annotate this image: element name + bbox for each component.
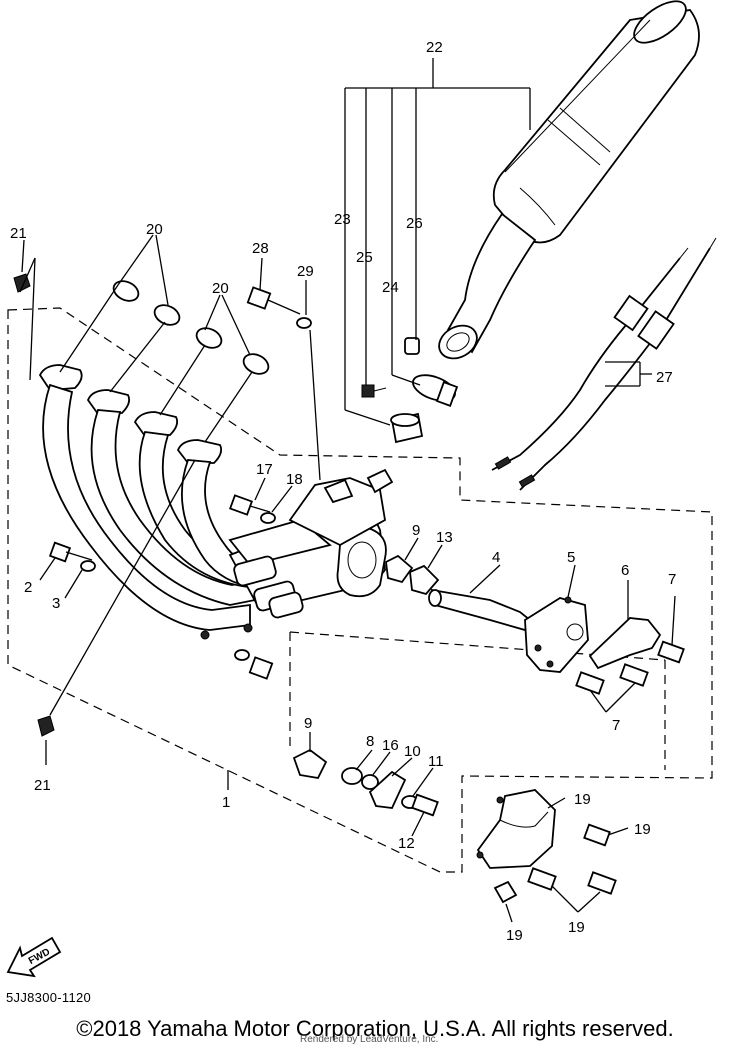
callout-22-bracket: [344, 58, 531, 426]
callout-4: 4: [492, 549, 500, 566]
callout-20-left: 20: [146, 221, 163, 238]
callout-19-bottom: 19: [568, 919, 585, 936]
callout-26: 26: [406, 215, 423, 232]
callout-13: 13: [436, 529, 453, 546]
callout-19-right: 19: [634, 821, 651, 838]
callout-27: 27: [656, 369, 673, 386]
callout-25: 25: [356, 249, 373, 266]
callout-22: 22: [426, 39, 443, 56]
callout-7-top: 7: [668, 571, 676, 588]
callout-17: 19: [574, 791, 591, 808]
callout-16: 18: [286, 471, 303, 488]
callout-numbers: 22 23 26 25 24 27 21 20 20 28 29 17 18 2…: [10, 39, 676, 944]
gaskets-20: [59, 234, 270, 443]
diagram-part-code: 5JJ8300-1120: [6, 990, 92, 1005]
muffler-assembly: [361, 0, 700, 444]
callout-11: 11: [428, 753, 444, 770]
forward-arrow-icon: FWD: [6, 936, 62, 978]
assembly-outline-1: [7, 307, 713, 873]
pulley-cover: [476, 789, 629, 923]
callout-2: 2: [24, 579, 32, 596]
valve-shaft-parts: [227, 537, 685, 837]
callout-10: 10: [404, 743, 421, 760]
callout-1: 1: [222, 794, 230, 811]
callout-8: 8: [366, 733, 374, 750]
callout-5: 5: [567, 549, 575, 566]
copyright-notice: ©2018 Yamaha Motor Corporation, U.S.A. A…: [76, 1016, 674, 1041]
callout-23: 23: [334, 211, 351, 228]
callout-7-bottom: 7: [612, 717, 620, 734]
callout-21-bottom: 21: [34, 777, 51, 794]
bolts: [13, 239, 321, 765]
callout-3: 3: [52, 595, 60, 612]
callout-29: 29: [297, 263, 314, 280]
callout-15: 17: [256, 461, 273, 478]
exhaust-header-pipes: [38, 364, 394, 640]
callout-24: 24: [382, 279, 399, 296]
callout-12: 12: [398, 835, 415, 852]
callout-9-top: 9: [412, 522, 420, 539]
callout-6: 6: [621, 562, 629, 579]
callout-14: 16: [382, 737, 399, 754]
callout-18: 19: [506, 927, 523, 944]
callout-20-right: 20: [212, 280, 229, 297]
callout-28: 28: [252, 240, 269, 257]
render-credit: Rendered by LeadVenture, Inc.: [300, 1034, 439, 1045]
callout-21-top: 21: [10, 225, 27, 242]
exhaust-valve-cables: [491, 237, 717, 491]
callout-9-bottom: 9: [304, 715, 312, 732]
